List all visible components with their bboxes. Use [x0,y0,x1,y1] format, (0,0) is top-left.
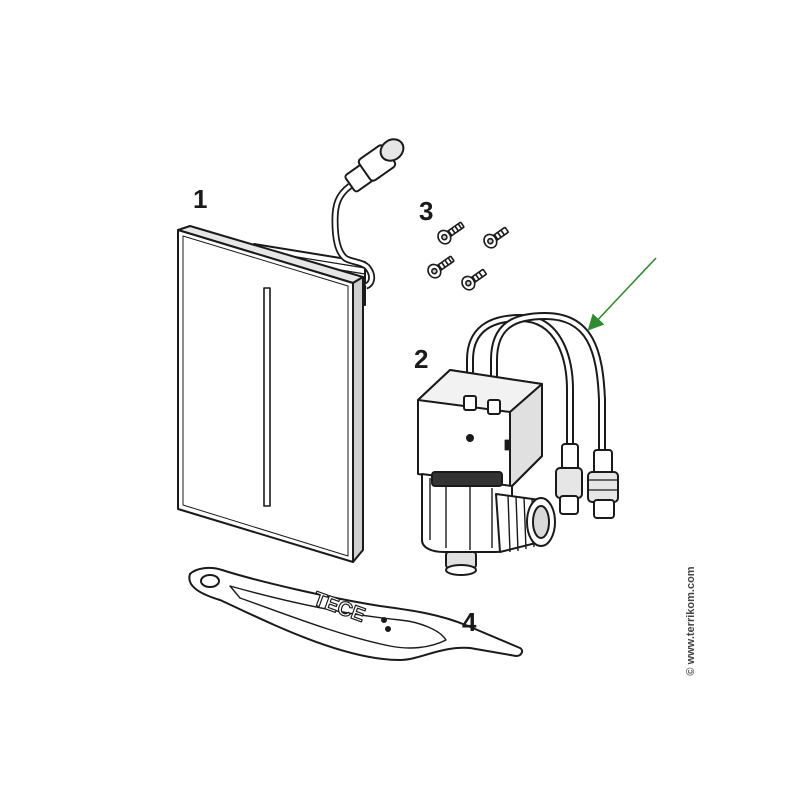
part-number-3: 3 [419,196,434,226]
threaded-inlet [495,493,556,553]
screw [427,255,455,279]
flush-plate-part-1 [177,138,405,563]
part-number-2: 2 [414,344,429,374]
solenoid-valve-part-2 [417,312,619,576]
valve-connector-right [587,449,619,519]
copyright-text: © www.terrikom.com [685,566,697,676]
indicator-arrow [587,257,657,331]
screw [483,226,509,249]
part-number-1: 1 [193,184,208,214]
screw [461,268,487,291]
copyright-watermark: © www.terrikom.com [681,545,701,697]
valve-connector-left [555,443,583,515]
screw [437,221,465,245]
screws-part-3 [427,221,509,291]
part-number-4: 4 [462,607,477,637]
plate-cable-connector [344,138,405,193]
